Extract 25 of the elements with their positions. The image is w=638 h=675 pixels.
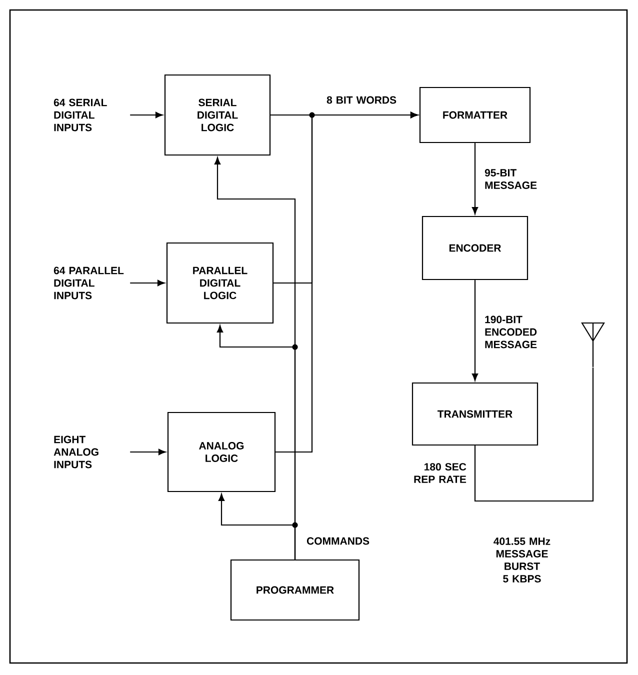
edge-label: 401.55 MHz MESSAGE BURST 5 KBPS — [494, 538, 550, 582]
connector — [472, 280, 478, 381]
connector — [276, 112, 418, 453]
process-box: SERIAL DIGITAL LOGIC — [164, 74, 271, 156]
side-note: 180 SEC REP RATE — [414, 463, 466, 483]
connector — [218, 494, 296, 560]
process-box: ENCODER — [422, 216, 528, 280]
connector — [130, 448, 166, 456]
process-box: PARALLEL DIGITAL LOGIC — [166, 242, 274, 324]
edge-label: 95-BIT MESSAGE — [484, 169, 537, 189]
input-label: 64 SERIAL DIGITAL INPUTS — [54, 98, 107, 132]
connector — [130, 280, 165, 286]
edge-label: 8 BIT WORDS — [326, 96, 396, 104]
connector — [474, 368, 594, 502]
connector — [130, 112, 163, 118]
process-box: ANALOG LOGIC — [167, 412, 276, 492]
process-box: FORMATTER — [419, 86, 531, 144]
signal-label: COMMANDS — [306, 537, 370, 545]
antenna-symbol — [581, 322, 605, 368]
process-box: PROGRAMMER — [230, 559, 360, 621]
input-label: 64 PARALLEL DIGITAL INPUTS — [54, 266, 124, 300]
input-label: EIGHT ANALOG INPUTS — [54, 436, 98, 468]
edge-label: 190-BIT ENCODED MESSAGE — [485, 316, 537, 348]
connector — [472, 143, 478, 214]
process-box: TRANSMITTER — [412, 382, 538, 446]
